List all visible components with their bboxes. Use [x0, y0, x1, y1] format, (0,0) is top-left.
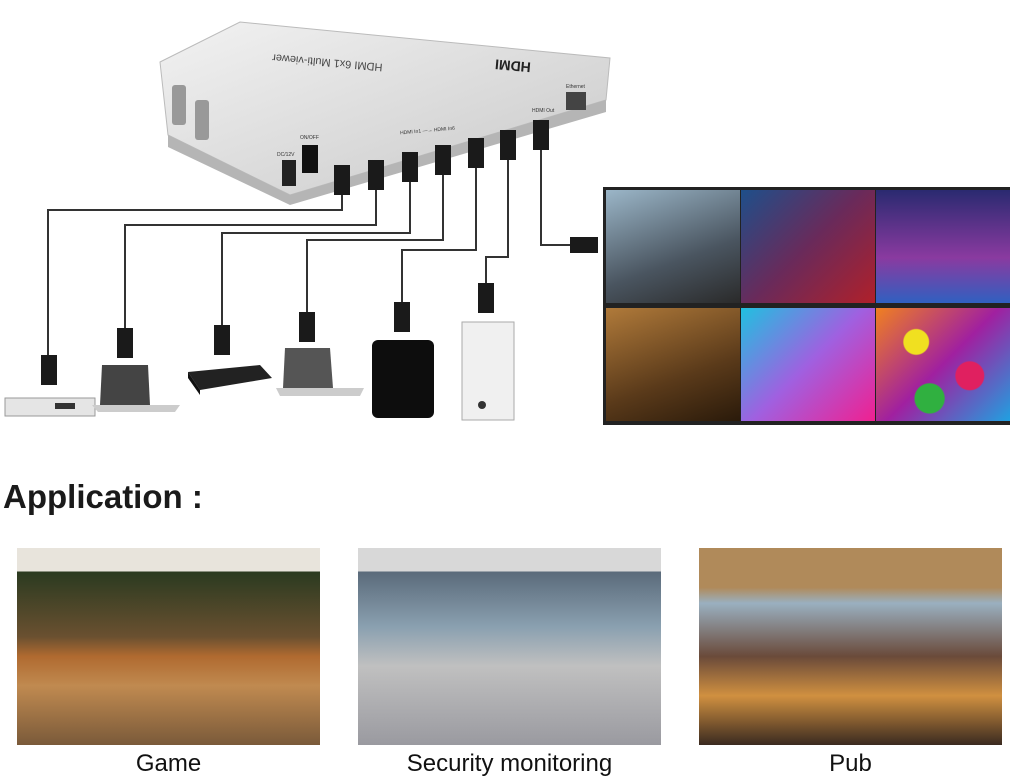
dvd-player-icon [4, 397, 96, 417]
hdmi-plugs [41, 120, 598, 385]
power-switch [302, 145, 318, 173]
switch-label: ON/OFF [300, 135, 319, 141]
output-label: HDMI Out [532, 108, 555, 114]
caption-security-monitoring: Security monitoring [406, 750, 613, 777]
power-jack [282, 160, 296, 186]
ethernet-port [566, 92, 586, 110]
display-tile [741, 308, 875, 421]
vent-icon [195, 100, 209, 140]
game-console-icon [372, 340, 434, 418]
vent-icon [172, 85, 186, 125]
security-monitoring-photo [358, 548, 661, 745]
ethernet-label: Ethernet [566, 84, 585, 90]
hdmi-cables [47, 145, 575, 360]
multiview-display [603, 187, 1010, 425]
caption-game: Game [135, 750, 202, 777]
display-tile [741, 190, 875, 303]
game-photo [17, 548, 320, 745]
display-tile [606, 308, 740, 421]
desktop-pc-icon [461, 321, 515, 421]
laptop-icon [276, 348, 364, 396]
display-tile [606, 190, 740, 303]
hdmi-logo: HDMI [494, 56, 532, 76]
application-heading: Application : [3, 478, 203, 515]
caption-pub: Pub [829, 750, 872, 777]
set-top-box-icon [188, 365, 272, 395]
pub-photo [699, 548, 1002, 745]
multiviewer-device [159, 21, 611, 205]
power-label: DC/12V [277, 152, 295, 158]
display-tile [876, 308, 1010, 421]
laptop-icon [92, 365, 180, 412]
display-tile [876, 190, 1010, 303]
connection-diagram [4, 21, 611, 421]
